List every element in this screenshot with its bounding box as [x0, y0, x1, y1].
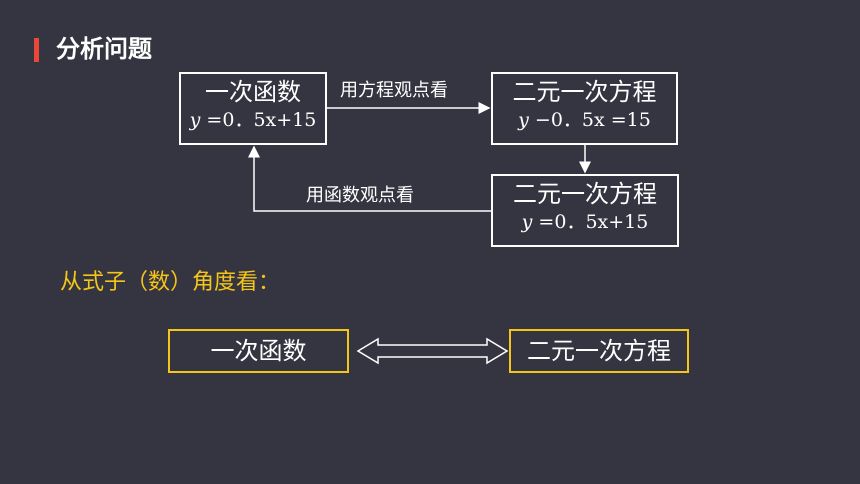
- linear-function-formula: y =0．5x+15: [189, 109, 317, 131]
- page-title: 分析问题: [56, 35, 152, 63]
- equation-top-formula: y −0．5x =15: [518, 109, 651, 131]
- comparison-left-box: 一次函数: [168, 329, 349, 373]
- linear-function-name: 一次函数: [205, 78, 301, 106]
- label-function-view: 用函数观点看: [306, 185, 414, 206]
- comparison-right-box: 二元一次方程: [509, 329, 689, 373]
- linear-function-box: 一次函数 y =0．5x+15: [179, 72, 327, 145]
- title-accent-bar: [34, 38, 39, 62]
- double-arrow: [356, 337, 509, 365]
- label-equation-view: 用方程观点看: [340, 80, 448, 101]
- equation-box-bottom: 二元一次方程 y =0．5x+15: [491, 174, 679, 247]
- equation-top-name: 二元一次方程: [512, 78, 657, 106]
- equation-bottom-formula: y =0．5x+15: [521, 211, 649, 233]
- arrow-equation-to-function: [248, 145, 491, 212]
- section-heading: 从式子（数）角度看：: [60, 270, 281, 295]
- equation-bottom-name: 二元一次方程: [513, 180, 657, 208]
- equation-box-top: 二元一次方程 y −0．5x =15: [491, 72, 678, 145]
